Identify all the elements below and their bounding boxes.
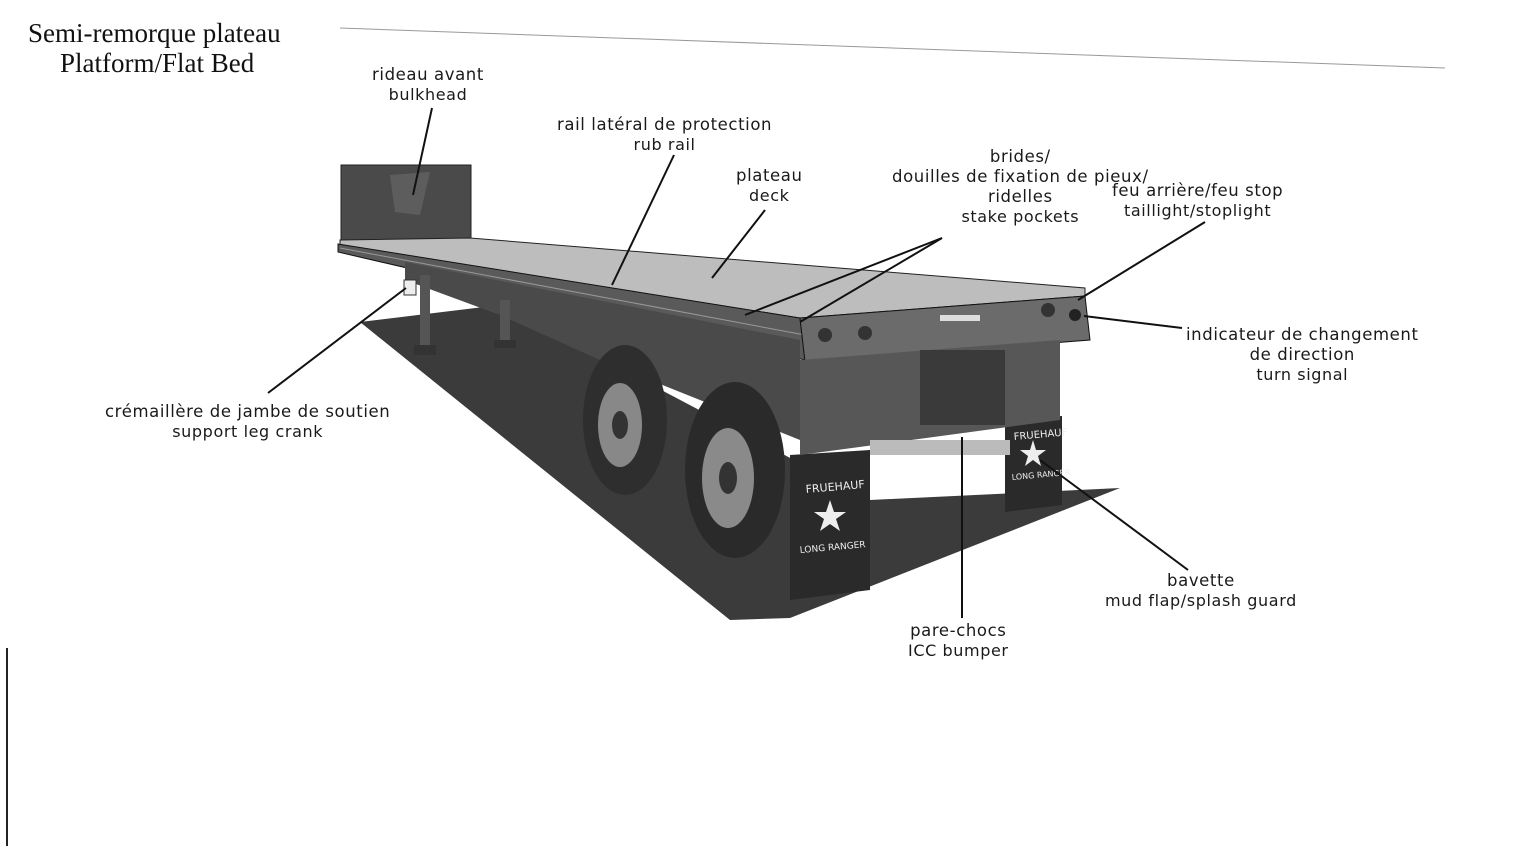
leader-mud-flap [1039, 459, 1189, 571]
star-badge-left [814, 500, 846, 531]
label-rub-rail-en: rub rail [633, 135, 696, 154]
support-leg-right [500, 300, 510, 345]
label-support-en: support leg crank [172, 422, 324, 441]
leader-support-leg [267, 287, 407, 394]
support-leg-left [420, 275, 430, 350]
leader-taillight [1077, 221, 1206, 301]
mud-flap-left [790, 450, 870, 600]
label-bumper-fr: pare-chocs [910, 621, 1007, 640]
label-bulkhead: rideau avant bulkhead [372, 65, 484, 105]
star-badge-right [1020, 440, 1046, 466]
label-rub-rail: rail latéral de protection rub rail [557, 115, 772, 155]
leader-bulkhead [412, 107, 433, 196]
label-deck-fr: plateau [736, 166, 803, 185]
leader-rub-rail [611, 154, 675, 286]
scan-edge [6, 648, 8, 846]
label-mud-en: mud flap/splash guard [1105, 591, 1297, 610]
mud-flap-right [1005, 416, 1062, 512]
leader-deck [711, 209, 766, 279]
label-mud-fr: bavette [1167, 571, 1235, 590]
label-stake-en: stake pockets [961, 207, 1080, 226]
label-support-fr: crémaillère de jambe de soutien [105, 402, 391, 421]
label-taillight: feu arrière/feu stop taillight/stoplight [1112, 181, 1283, 221]
label-turn-fr1: indicateur de changement [1186, 325, 1419, 344]
diagram-title: Semi-remorque plateau Platform/Flat Bed [28, 18, 281, 78]
label-taillight-en: taillight/stoplight [1123, 201, 1272, 220]
label-support-leg: crémaillère de jambe de soutien support … [105, 402, 390, 442]
label-stake-pockets: brides/ douilles de fixation de pieux/ r… [892, 147, 1149, 227]
label-stake-fr1: brides/ [989, 147, 1051, 166]
leader-stake-1 [744, 237, 943, 316]
leader-lines [267, 107, 1206, 618]
label-mud-flap: bavette mud flap/splash guard [1105, 571, 1297, 611]
label-turn-fr2: de direction [1249, 345, 1355, 364]
label-bulkhead-fr: rideau avant [372, 65, 484, 84]
label-turn-en: turn signal [1256, 365, 1349, 384]
scan-line [339, 27, 1446, 69]
label-rub-rail-fr: rail latéral de protection [557, 115, 773, 134]
leader-stake-2 [799, 237, 943, 323]
label-stake-fr3: ridelles [987, 187, 1053, 206]
label-stake-fr2: douilles de fixation de pieux/ [892, 167, 1149, 186]
brand-right: FRUEHAUF [1013, 427, 1068, 443]
title-en: Platform/Flat Bed [60, 48, 255, 78]
label-bumper: pare-chocs ICC bumper [908, 621, 1009, 661]
title-fr: Semi-remorque plateau [28, 18, 281, 48]
label-taillight-fr: feu arrière/feu stop [1112, 181, 1284, 200]
label-turn-signal: indicateur de changement de direction tu… [1186, 325, 1419, 385]
leader-turn-signal [1083, 315, 1183, 329]
label-bulkhead-en: bulkhead [388, 85, 468, 104]
label-deck: plateau deck [736, 166, 803, 206]
label-bumper-en: ICC bumper [908, 641, 1009, 660]
brand-left: FRUEHAUF [805, 478, 865, 496]
label-deck-en: deck [749, 186, 790, 205]
